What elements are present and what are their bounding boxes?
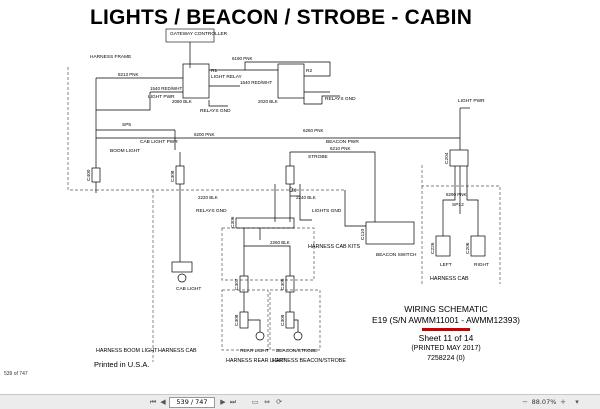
cab-light-label: CAB LIGHT xyxy=(176,286,201,292)
light-relay-label: LIGHT RELAY xyxy=(211,74,243,80)
relay-r1-label: R1 xyxy=(211,68,217,74)
wire-6210: 6210 PNK xyxy=(330,146,351,151)
connector-c400-box xyxy=(91,167,101,183)
c306-label: C306 xyxy=(230,216,236,228)
sheet-accent-bar xyxy=(422,328,470,331)
fit-width-icon[interactable]: ⇔ xyxy=(264,398,270,406)
c400-label: C400 xyxy=(86,169,92,181)
connector-c226-box xyxy=(435,235,451,257)
relays-gnd-1: RELAYS GND xyxy=(200,108,231,114)
connector-c110-box xyxy=(365,221,415,245)
rear-light-lamp xyxy=(255,331,265,341)
zoom-dropdown-icon[interactable]: ▾ xyxy=(575,398,579,406)
harness-cab-kits-label: HARNESS CAB KITS xyxy=(308,244,361,250)
sheet-part-number: 7258224 (0) xyxy=(427,355,465,362)
zoom-level: 88.07% xyxy=(531,398,557,406)
c307-label: C307 xyxy=(234,278,240,290)
harness-cab-left-label: HARNESS CAB xyxy=(158,348,197,354)
harness-frame-boundary xyxy=(67,67,96,191)
light-pwr-right: LIGHT PWR xyxy=(458,98,485,104)
lights-gnd-label: LIGHTS GND xyxy=(312,208,342,214)
wire-2080: 2080 BLK xyxy=(172,99,192,104)
c110-label: C110 xyxy=(360,229,366,240)
wire-1540: 1540 RED/WHT xyxy=(150,86,183,91)
harness-rear-light-label: HARNESS REAR LIGHT xyxy=(226,358,287,364)
wire-8213: 8213 PNK xyxy=(118,72,139,77)
c308-label: C308 xyxy=(170,170,176,182)
beacon-pwr-label: BEACON PWR xyxy=(326,139,359,145)
fit-page-icon[interactable]: ▭ xyxy=(251,398,259,406)
relay-r1-box xyxy=(182,63,210,99)
light-pwr-left: LIGHT PWR xyxy=(148,94,175,100)
last-page-button[interactable]: ⏭ xyxy=(229,398,237,406)
printed-in-label: Printed in U.S.A. xyxy=(94,360,150,369)
sheet-number: Sheet 11 of 14 xyxy=(418,333,474,343)
wire-2220: 2220 BLK xyxy=(198,195,218,200)
wire-2020: 2020 BLK xyxy=(258,99,278,104)
connector-c305-box xyxy=(285,275,295,293)
beacon-switch-label: BEACON SWITCH xyxy=(376,252,417,258)
viewer-toolbar: ⏮ ◀ 539 / 747 ▶ ⏭ ▭ ⇔ ⟳ − 88.07% + ▾ xyxy=(0,394,600,409)
page-title: LIGHTS / BEACON / STROBE - CABIN xyxy=(90,6,473,29)
cab-light-lamp xyxy=(177,273,187,283)
connector-c306-box xyxy=(235,217,295,229)
relay-r2-label: R2 xyxy=(306,68,312,74)
page-number-input[interactable]: 539 / 747 xyxy=(169,397,215,408)
sheet-info-block: WIRING SCHEMATIC E19 (S/N AWMM11001 - AW… xyxy=(372,304,520,364)
c309-label: C309 xyxy=(280,314,286,326)
relay-r2-box xyxy=(277,63,305,99)
connector-c307-box xyxy=(239,275,249,293)
wiring-diagram: 8213 PNK 6190 PNK 1540 RED/WHT 1640 RED/… xyxy=(67,28,501,364)
right-label: RIGHT xyxy=(474,262,489,268)
wire-8290: 8290 PNK xyxy=(446,192,467,197)
prev-page-button[interactable]: ◀ xyxy=(160,398,166,406)
dx-label: Dx xyxy=(289,188,296,194)
c204-label: C204 xyxy=(444,152,450,164)
boom-light-label: BOOM LIGHT xyxy=(110,148,140,154)
connector-c308-box xyxy=(175,165,185,185)
c305-label: C305 xyxy=(280,278,286,290)
strobe-label: STROBE xyxy=(308,154,328,160)
sheet-model: E19 (S/N AWMM11001 - AWMM12393) xyxy=(372,315,521,325)
rotate-icon[interactable]: ⟳ xyxy=(276,398,282,406)
first-page-button[interactable]: ⏮ xyxy=(149,398,157,406)
left-label: LEFT xyxy=(440,262,452,268)
harness-frame-label: HARNESS FRAME xyxy=(90,54,131,60)
beacon-lamp xyxy=(293,331,303,341)
beacon-strobe-label: BEACON/STROBE xyxy=(276,348,317,354)
wire-6200: 6200 PNK xyxy=(194,132,215,137)
sheet-printed-date: (PRINTED MAY 2017) xyxy=(411,345,481,352)
relay-gnd-mid: RELAYS GND xyxy=(196,208,227,214)
c308b-label: C308 xyxy=(234,314,240,326)
sheet-heading: WIRING SCHEMATIC xyxy=(404,304,488,314)
zoom-in-icon[interactable]: + xyxy=(560,398,566,406)
gateway-label: GATEWAY CONTROLLER xyxy=(170,31,228,37)
wire-6190: 6190 PNK xyxy=(232,56,253,61)
wire-1640: 1640 RED/WHT xyxy=(240,80,273,85)
next-page-button[interactable]: ▶ xyxy=(220,398,226,406)
harness-boom-light-label: HARNESS BOOM LIGHT xyxy=(96,348,158,354)
wire-6260: 6260 PNK xyxy=(303,128,324,133)
c226-label: C226 xyxy=(430,242,436,254)
wire-2240: 2240 BLK xyxy=(296,195,316,200)
harness-beacon-strobe-label: HARNESS BEACON/STROBE xyxy=(272,358,346,364)
c206-label: C206 xyxy=(465,242,471,254)
connector-c204-box xyxy=(449,149,469,167)
wire-2260: 2260 BLK xyxy=(270,240,290,245)
cab-light-pwr-label: CAB LIGHT PWR xyxy=(140,139,178,145)
spl-label: SP5 xyxy=(122,122,131,128)
rear-light-label: REAR LIGHT xyxy=(240,348,269,354)
zoom-out-icon[interactable]: − xyxy=(522,398,528,406)
harness-cab-right-label: HARNESS CAB xyxy=(430,276,469,282)
page-index-label: 539 of 747 xyxy=(4,371,28,377)
spl2-label: SP12 xyxy=(452,202,464,208)
connector-c206-box xyxy=(470,235,486,257)
relays-gnd-2: RELAYS GND xyxy=(325,96,356,102)
